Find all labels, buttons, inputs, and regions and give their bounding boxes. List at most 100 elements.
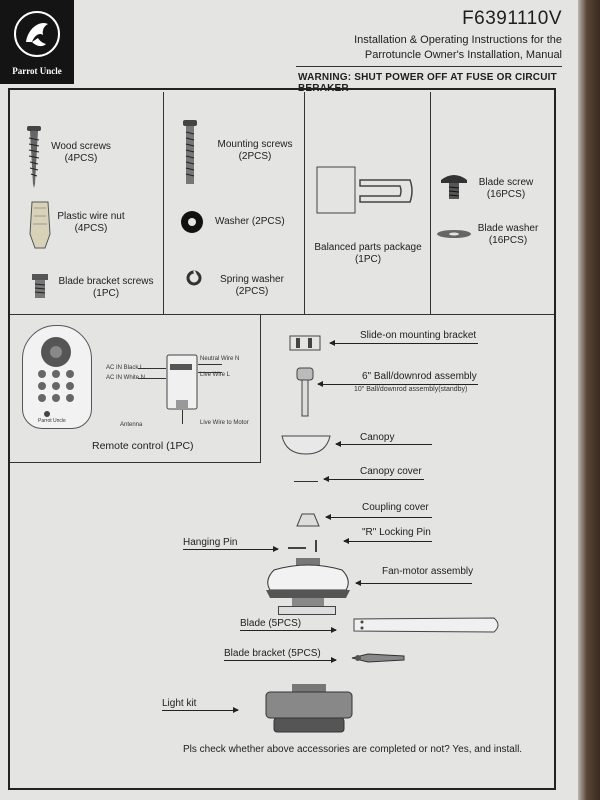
locking-pin-icon: [288, 540, 317, 552]
balance-clip-icon: [359, 179, 413, 203]
part-qty: (16PCS): [486, 189, 526, 200]
part-qty: (1PC): [354, 254, 382, 265]
part-name: Wood screws: [51, 141, 111, 152]
brand-name: Parrot Uncle: [12, 66, 62, 76]
pointer-arrow: [343, 538, 432, 544]
balanced-parts-label: Balanced parts package (1PC): [306, 242, 430, 266]
wood-screws-label: Wood screws (4PCS): [44, 141, 118, 165]
pointer-arrow: [317, 381, 478, 387]
wire-line: [138, 378, 166, 379]
downrod-icon: [296, 367, 314, 417]
part-name: Blade washer: [477, 223, 539, 234]
parrot-logo-icon: [14, 11, 60, 57]
remote-brand-text: Parrot Uncle: [38, 418, 66, 424]
coupling-cover-icon: [296, 513, 320, 527]
receiver-box-icon: [166, 354, 198, 410]
locking-pin-label: "R" Locking Pin: [362, 527, 431, 538]
grid-divider: [430, 92, 431, 314]
antenna-label: Antenna: [120, 422, 143, 428]
wire-nut-label: Plastic wire nut (4PCS): [48, 211, 134, 235]
downrod-label: 6" Ball/downrod assembly: [362, 371, 477, 382]
pointer-arrow: [323, 476, 424, 482]
parts-frame: [8, 88, 556, 790]
manual-page: Parrot Uncle F6391110V Installation & Op…: [0, 0, 578, 800]
ac-white-label: AC IN White N: [106, 375, 146, 381]
blade-bracket-screws-label: Blade bracket screws (1PC): [52, 276, 160, 300]
light-kit-icon: [265, 684, 353, 733]
hanging-pin-label: Hanging Pin: [183, 537, 238, 548]
pointer-arrow: [162, 707, 239, 713]
part-qty: (4PCS): [74, 223, 108, 234]
grid-divider: [10, 314, 554, 315]
pointer-arrow: [355, 580, 472, 586]
blade-bracket-icon: [351, 653, 405, 663]
coupling-cover-label: Coupling cover: [362, 502, 429, 513]
wood-screw-icon: [27, 126, 41, 188]
spring-washer-label: Spring washer (2PCS): [206, 274, 298, 298]
part-qty: (16PCS): [488, 235, 528, 246]
canopy-icon: [281, 435, 331, 455]
canopy-cover-label: Canopy cover: [360, 466, 422, 477]
pointer-arrow: [325, 514, 432, 520]
pointer-arrow: [329, 340, 478, 346]
wire-line: [138, 368, 166, 369]
blade-bracket-screw-icon: [32, 274, 48, 298]
part-qty: (1PC): [92, 288, 120, 299]
header-rule: [296, 66, 562, 67]
grid-divider: [304, 92, 305, 314]
remote-control-illustration: [22, 325, 92, 429]
fan-motor-icon: [266, 558, 350, 608]
fan-blade-icon: [353, 617, 499, 633]
fan-motor-label: Fan-motor assembly: [382, 566, 474, 577]
blade-washer-label: Blade washer (16PCS): [470, 223, 546, 247]
motor-base-plate: [278, 606, 336, 615]
mounting-bracket-icon: [289, 335, 321, 351]
pointer-arrow: [240, 627, 337, 633]
blade-screw-icon: [441, 175, 467, 199]
live-motor-label: Live Wire to Motor: [200, 420, 249, 426]
light-kit-label: Light kit: [162, 698, 197, 709]
washer-icon: [181, 211, 203, 233]
background-edge: [578, 0, 600, 800]
footer-check-text: Pls check whether above accessories are …: [183, 744, 523, 755]
model-number: F6391110V: [462, 8, 562, 29]
pointer-arrow: [335, 441, 432, 447]
header-line-2: Parrotuncle Owner's Installation, Manual: [364, 49, 562, 61]
grid-divider: [260, 314, 261, 462]
header-line-1: Installation & Operating Instructions fo…: [354, 34, 562, 46]
blade-washer-icon: [437, 230, 471, 238]
canopy-label: Canopy: [360, 432, 395, 443]
wire-nut-icon: [29, 201, 51, 249]
part-name: Blade bracket screws: [58, 276, 154, 287]
wire-line: [198, 364, 222, 365]
pointer-arrow: [183, 546, 279, 552]
part-name: Plastic wire nut: [57, 211, 125, 222]
remote-control-label: Remote control (1PC): [92, 440, 194, 452]
spring-washer-icon: [186, 270, 202, 286]
blade-screw-label: Blade screw (16PCS): [470, 177, 542, 201]
remote-buttons-icon: [38, 337, 74, 417]
brand-logo: Parrot Uncle: [0, 0, 74, 84]
wire-line: [182, 410, 183, 424]
part-qty: (2PCS): [238, 151, 272, 162]
washer-label: Washer (2PCS): [215, 216, 285, 227]
grid-divider: [10, 462, 261, 463]
blade-label: Blade (5PCS): [240, 618, 302, 629]
neutral-wire-label: Neutral Wire N: [200, 356, 240, 362]
live-wire-label: Live Wire L: [200, 372, 231, 378]
canopy-cover-shape: [294, 481, 318, 482]
blade-bracket-label: Blade bracket (5PCS): [224, 648, 321, 659]
part-name: Blade screw: [478, 177, 534, 188]
mounting-screws-label: Mounting screws (2PCS): [210, 139, 300, 163]
wire-line: [198, 372, 222, 373]
pointer-arrow: [224, 657, 337, 663]
part-name: Mounting screws: [217, 139, 293, 150]
downrod-standby-label: 10" Ball/downrod assembly(standby): [354, 386, 468, 393]
grid-divider: [163, 92, 164, 314]
balance-weight-icon: [316, 166, 356, 214]
part-qty: (4PCS): [64, 153, 98, 164]
mounting-screw-icon: [183, 120, 197, 184]
ac-black-label: AC IN Black L: [106, 365, 144, 371]
slide-on-bracket-label: Slide-on mounting bracket: [360, 330, 477, 341]
part-name: Balanced parts package: [314, 242, 422, 253]
